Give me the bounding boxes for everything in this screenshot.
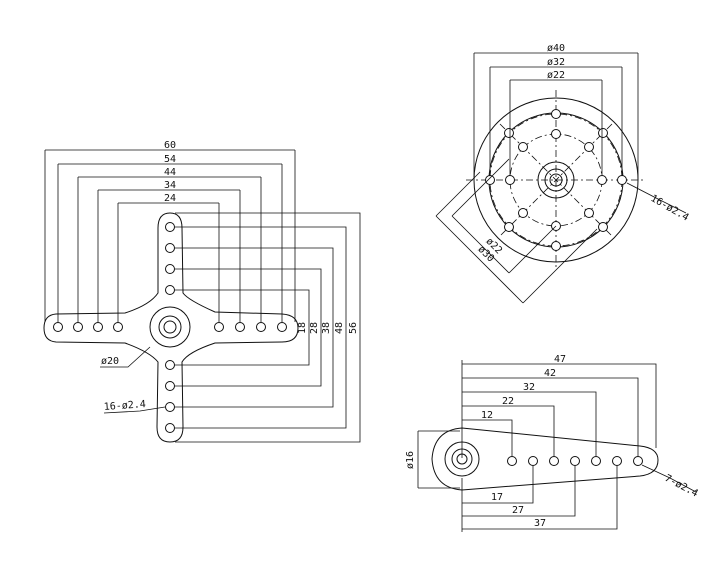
hole [551, 129, 561, 139]
disc-horn: ø40 ø32 ø22 ø22 ø30 16-ø2.4 [435, 43, 691, 304]
hole [551, 109, 561, 119]
arm-horn: 47 42 32 22 12 17 27 37 ø16 7-ø2.4 [405, 354, 700, 532]
dim-24: 24 [164, 193, 176, 204]
dim-42: 42 [544, 368, 556, 379]
hole [549, 456, 559, 466]
disc-holes [485, 109, 627, 251]
arm-hole-leader [641, 464, 697, 493]
hole [165, 243, 175, 253]
hole-count-label: 16-ø2.4 [103, 399, 146, 413]
dim-34: 34 [164, 180, 176, 191]
arm-top-dims: 47 42 32 22 12 [461, 354, 657, 458]
hole [277, 322, 287, 332]
hub-leader [100, 346, 151, 368]
hole [612, 456, 622, 466]
hole [53, 322, 63, 332]
hole [165, 264, 175, 274]
dim-48: 48 [334, 322, 345, 334]
arm-holes [507, 456, 643, 466]
hole [214, 322, 224, 332]
dim-32: 32 [523, 382, 535, 393]
disc-hole-leader [626, 182, 687, 214]
hole [165, 381, 175, 391]
hole [598, 128, 608, 138]
hole [570, 456, 580, 466]
hole [93, 322, 103, 332]
cross-horn-horizontal-dims: 60 54 44 34 24 [44, 140, 296, 322]
dim-d22: ø22 [547, 70, 565, 81]
cross-horn-hub-inner [163, 320, 177, 334]
disc-diag-dims: ø22 ø30 [435, 158, 598, 304]
dim-38: 38 [321, 322, 332, 334]
dim-27: 27 [512, 505, 524, 516]
hole [518, 142, 528, 152]
cross-horn-vertical-dims: 18 28 38 48 56 [175, 212, 361, 443]
hole [528, 456, 538, 466]
hole [591, 456, 601, 466]
hole [504, 128, 514, 138]
dim-60: 60 [164, 140, 176, 151]
hole [165, 285, 175, 295]
hub-diameter-label: ø20 [101, 356, 119, 367]
hole [165, 423, 175, 433]
hole [597, 175, 607, 185]
dim-17: 17 [491, 492, 503, 503]
dim-54: 54 [164, 154, 176, 165]
hole [485, 175, 495, 185]
cross-horn-hub-mid [158, 315, 182, 339]
dim-56: 56 [348, 322, 359, 334]
cross-horn-outline [43, 212, 299, 443]
arm-outline [431, 427, 659, 491]
arm-hub-dim: ø16 [405, 430, 460, 489]
cross-horn: 60 54 44 34 24 18 28 38 48 56 ø20 16-ø2.… [43, 140, 361, 443]
dim-47: 47 [554, 354, 566, 365]
arm-hole-label: 7-ø2.4 [663, 473, 700, 500]
dim-22: 22 [502, 396, 514, 407]
hole [584, 142, 594, 152]
hole [505, 175, 515, 185]
hole [113, 322, 123, 332]
hole [256, 322, 266, 332]
hole [73, 322, 83, 332]
dim-37: 37 [534, 518, 546, 529]
arm-bottom-dims: 17 27 37 [461, 466, 618, 532]
dim-44: 44 [164, 167, 176, 178]
dim-28: 28 [309, 322, 320, 334]
hole [504, 222, 514, 232]
dim-d32: ø32 [547, 57, 565, 68]
dim-d40: ø40 [547, 43, 565, 54]
hole [235, 322, 245, 332]
hole [551, 241, 561, 251]
hole [518, 208, 528, 218]
dim-18: 18 [297, 322, 308, 334]
dim-d16: ø16 [405, 451, 416, 469]
hole [584, 208, 594, 218]
cross-horn-hub-outer [149, 306, 191, 348]
disc-center-lines [466, 90, 646, 270]
disc-top-dims: ø40 ø32 ø22 [473, 43, 639, 180]
hole [165, 222, 175, 232]
cross-horn-holes [53, 222, 287, 433]
disc-hole-label: 16-ø2.4 [649, 193, 691, 224]
hole [617, 175, 627, 185]
hole [165, 402, 175, 412]
hole [598, 222, 608, 232]
hole [165, 360, 175, 370]
dim-12: 12 [481, 410, 493, 421]
hole-leader [103, 406, 166, 414]
hole [633, 456, 643, 466]
hole [507, 456, 517, 466]
